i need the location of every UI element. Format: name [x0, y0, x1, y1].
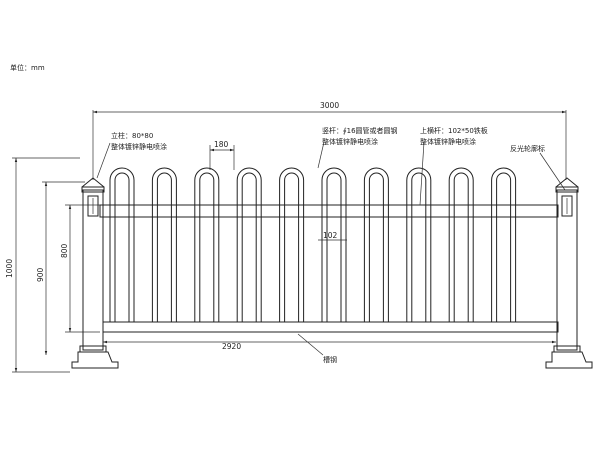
post-spec-line1: 立柱：80*80 [111, 131, 153, 140]
dim-900-label: 900 [36, 267, 45, 282]
u-bar [448, 167, 474, 322]
dim-2920-label: 2920 [222, 342, 241, 351]
dimension-180: 180 [209, 140, 235, 170]
top-rail [99, 204, 559, 218]
annotation-channel: 槽钢 [297, 333, 337, 364]
annotation-bar: 竖杆：∮16圆管或者圆钢 整体镀锌静电喷涂 [317, 126, 398, 169]
u-bar [151, 167, 177, 322]
u-bar [279, 167, 305, 322]
rail-spec-line1: 上横杆：102*50铁板 [420, 126, 488, 135]
dim-3000-label: 3000 [320, 101, 339, 110]
bar-spec-line1: 竖杆：∮16圆管或者圆钢 [322, 126, 398, 135]
rail-spec-line2: 整体镀锌静电喷涂 [420, 137, 476, 146]
reflector-left [87, 195, 99, 217]
dim-102-label: 102 [323, 231, 338, 240]
u-bar [236, 167, 262, 322]
right-post-base [545, 351, 593, 369]
bottom-rail [102, 321, 559, 333]
u-bar [491, 167, 517, 322]
dimension-102: 102 [318, 231, 347, 241]
left-post-base [71, 351, 119, 369]
left-post [71, 177, 119, 369]
dimension-2920: 2920 [103, 340, 556, 351]
u-bar [194, 167, 220, 322]
dimension-800: 800 [60, 204, 100, 333]
u-bar [321, 167, 347, 322]
dim-1000-label: 1000 [5, 259, 14, 278]
dim-180-label: 180 [214, 140, 229, 149]
bar-spec-line2: 整体镀锌静电喷涂 [322, 137, 378, 146]
fence-body [99, 167, 559, 333]
annotation-reflector: 反光轮廓标 [510, 144, 566, 191]
unit-label: 单位：mm [10, 63, 45, 72]
u-bar [363, 167, 389, 322]
right-post [545, 177, 593, 369]
post-spec-line2: 整体镀锌静电喷涂 [111, 142, 167, 151]
u-bar [406, 167, 432, 322]
annotation-rail: 上横杆：102*50铁板 整体镀锌静电喷涂 [419, 126, 488, 206]
u-bar [109, 167, 135, 322]
channel-label: 槽钢 [323, 355, 337, 364]
dimension-1000: 1000 [5, 157, 80, 373]
dim-800-label: 800 [60, 243, 69, 258]
dimension-3000: 3000 [92, 101, 567, 180]
reflector-right [561, 195, 573, 217]
annotation-post: 立柱：80*80 整体镀锌静电喷涂 [96, 131, 167, 179]
reflector-label: 反光轮廓标 [510, 144, 545, 153]
dimension-900: 900 [36, 181, 85, 355]
